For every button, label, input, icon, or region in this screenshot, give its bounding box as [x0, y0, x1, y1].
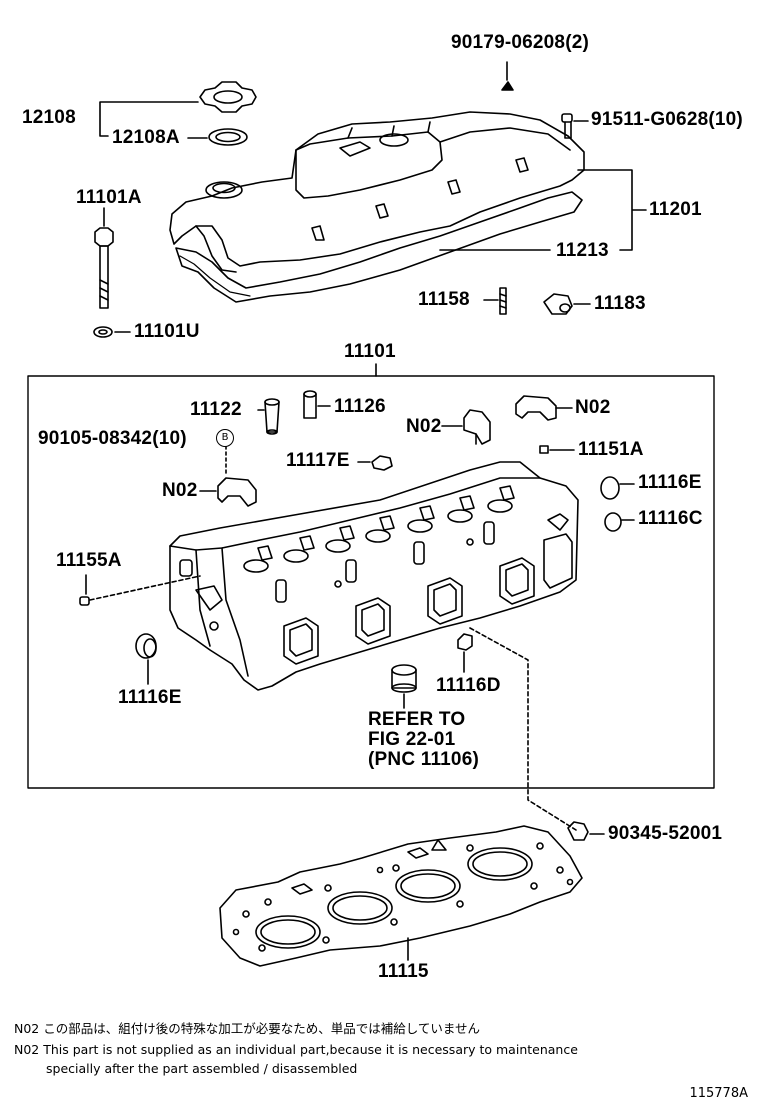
refer-line-3: (PNC 11106)	[368, 749, 479, 770]
valve-lifter-ref	[391, 664, 417, 693]
bolt-91511	[561, 113, 573, 139]
label-11101: 11101	[344, 341, 396, 362]
cylinder-head-assembly-box	[27, 375, 715, 789]
label-11183: 11183	[594, 293, 646, 314]
label-11158: 11158	[418, 289, 470, 310]
label-90179-06208: 90179-06208(2)	[451, 32, 590, 53]
cylinder-head	[169, 461, 579, 691]
note-english-2: specially after the part assembled / dis…	[46, 1061, 358, 1076]
label-11126: 11126	[334, 396, 386, 417]
label-11122: 11122	[190, 399, 242, 420]
label-91511-G0628: 91511-G0628(10)	[591, 109, 743, 130]
bearing-cap-n02-c	[217, 477, 257, 507]
cover-gasket	[175, 191, 583, 303]
marker-b: B	[216, 429, 234, 447]
figure-id: 115778A	[689, 1086, 748, 1101]
part-11151A	[539, 445, 549, 454]
plug-11116C	[604, 512, 622, 532]
valve-guide-11122	[264, 398, 280, 435]
plug-11155A	[79, 596, 90, 606]
leader-11201	[577, 169, 647, 251]
plug-90345	[567, 821, 589, 841]
cylinder-head-cover	[169, 111, 585, 273]
stud-11158	[499, 287, 507, 315]
plug-11116E-left	[135, 633, 157, 659]
label-11116E-right: 11116E	[638, 472, 702, 493]
label-11117E: 11117E	[286, 450, 350, 471]
label-11116C: 11116C	[638, 508, 703, 529]
label-n02-c: N02	[162, 480, 198, 501]
head-bolt-11101A	[94, 227, 114, 309]
refer-line-2: FIG 22-01	[368, 729, 456, 750]
label-12108: 12108	[22, 107, 76, 128]
note-japanese: N02 この部品は、組付け後の特殊な加工が必要なため、単品では補給していません	[14, 1021, 480, 1036]
plug-11117E	[371, 455, 393, 471]
label-11101A: 11101A	[76, 187, 142, 208]
label-90105-08342: 90105-08342(10)	[38, 428, 187, 449]
label-11116E-left: 11116E	[118, 687, 182, 708]
clamp-11183	[543, 293, 573, 315]
label-11115: 11115	[378, 961, 429, 982]
leader-12108	[99, 101, 199, 137]
label-n02-b: N02	[575, 397, 611, 418]
note-english-1: N02 This part is not supplied as an indi…	[14, 1042, 578, 1057]
label-11213: 11213	[556, 240, 609, 261]
oil-cap-gasket	[208, 128, 248, 146]
bearing-cap-n02-b	[515, 395, 557, 421]
label-12108A: 12108A	[112, 127, 180, 148]
label-11101U: 11101U	[134, 321, 200, 342]
plug-11116E-right	[600, 476, 620, 500]
refer-line-1: REFER TO	[368, 709, 466, 730]
label-90345-52001: 90345-52001	[608, 823, 723, 844]
valve-guide-11126	[303, 390, 317, 419]
bearing-cap-n02-a	[463, 409, 491, 445]
label-n02-a: N02	[406, 416, 442, 437]
oil-filler-cap	[199, 81, 257, 113]
plug-11116D	[457, 633, 473, 651]
label-11116D: 11116D	[436, 675, 501, 696]
label-11155A: 11155A	[56, 550, 122, 571]
label-11151A: 11151A	[578, 439, 644, 460]
label-11201: 11201	[649, 199, 702, 220]
grommet-90179	[501, 81, 514, 91]
washer-11101U	[93, 326, 113, 338]
cylinder-head-gasket	[219, 825, 583, 967]
